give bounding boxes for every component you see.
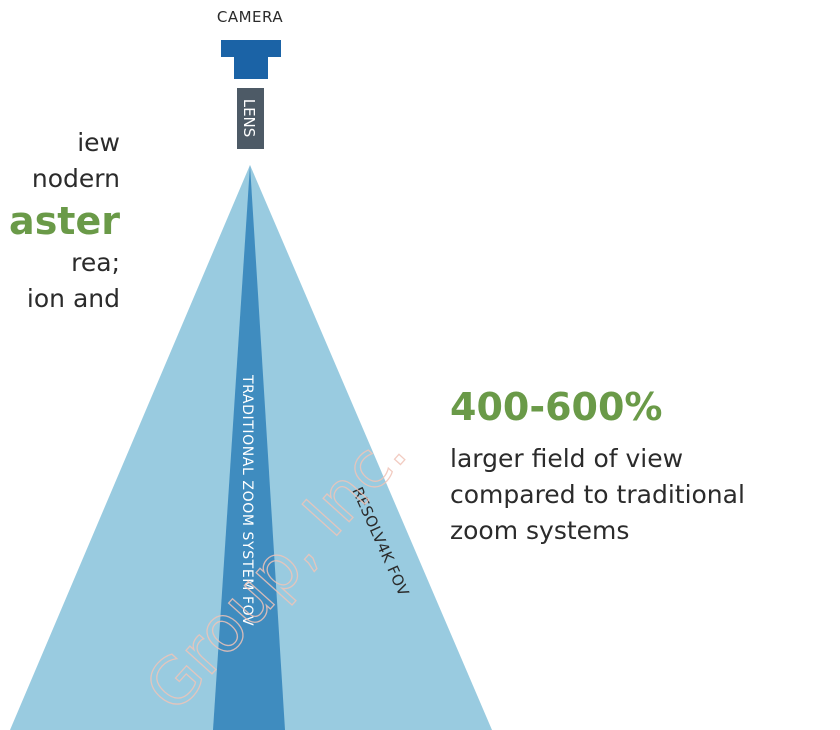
stat-description: larger field of view compared to traditi… [450, 441, 830, 549]
camera-label: CAMERA [216, 8, 284, 26]
camera-mount [234, 56, 268, 79]
traditional-fov-label: TRADITIONAL ZOOM SYSTEM FOV [239, 374, 255, 626]
stat-desc-line-2: compared to traditional [450, 480, 745, 509]
lens [237, 88, 264, 149]
left-text-line-2: nodern [31, 164, 120, 193]
stat-desc-line-3: zoom systems [450, 516, 630, 545]
camera-body [221, 40, 281, 57]
left-text-block: iew nodern aster rea; ion and [0, 125, 120, 317]
stat-value: 400-600% [450, 385, 663, 429]
left-text-highlight: aster [9, 199, 120, 243]
stat-desc-line-1: larger field of view [450, 444, 684, 473]
left-text-line-5: ion and [26, 284, 120, 313]
traditional-fov-cone [213, 165, 285, 730]
left-text-line-1: iew [77, 128, 120, 157]
left-text-line-4: rea; [71, 248, 120, 277]
lens-label: LENS [240, 99, 258, 138]
